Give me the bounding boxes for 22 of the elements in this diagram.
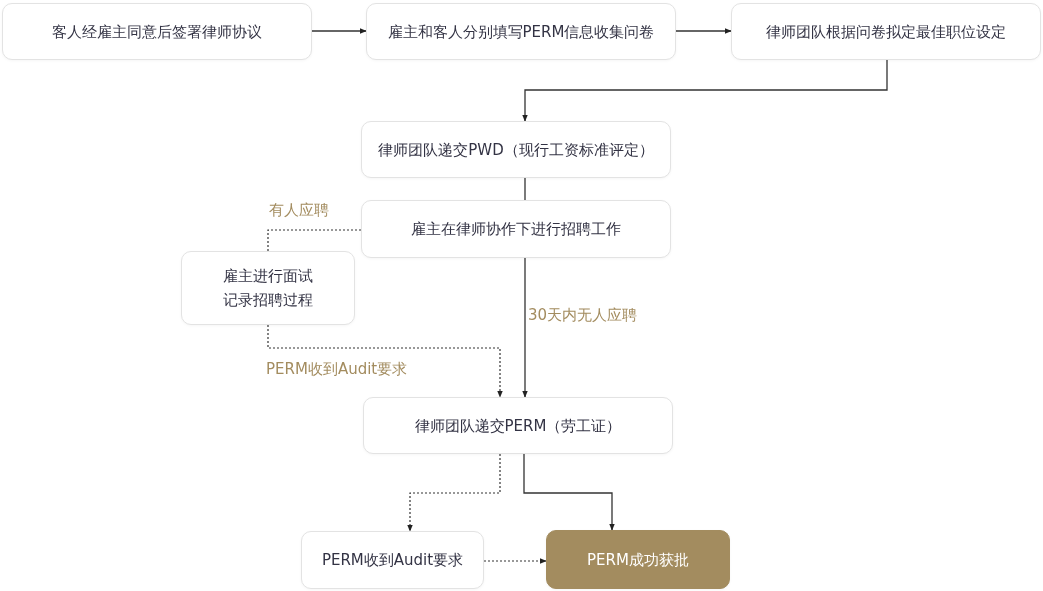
connector-line xyxy=(524,177,526,201)
arrow xyxy=(267,324,503,398)
arrow xyxy=(522,257,528,398)
process-box: 律师团队递交PERM（劳工证） xyxy=(363,397,673,454)
result-box: PERM成功获批 xyxy=(546,530,730,589)
process-box: 客人经雇主同意后签署律师协议 xyxy=(2,3,312,60)
arrow xyxy=(523,453,615,531)
process-box: 雇主在律师协作下进行招聘工作 xyxy=(361,200,671,258)
process-box: PERM收到Audit要求 xyxy=(301,531,484,589)
process-box: 律师团队根据问卷拟定最佳职位设定 xyxy=(731,3,1041,60)
edge-label: 30天内无人应聘 xyxy=(527,306,639,325)
arrow xyxy=(522,59,888,122)
process-box: 雇主和客人分别填写PERM信息收集问卷 xyxy=(366,3,676,60)
edge-label: 有人应聘 xyxy=(268,201,330,220)
process-box: 雇主进行面试记录招聘过程 xyxy=(181,251,355,325)
arrow xyxy=(407,453,501,532)
process-box: 律师团队递交PWD（现行工资标准评定） xyxy=(361,121,671,178)
arrow xyxy=(675,28,732,34)
arrow xyxy=(483,558,547,564)
edge-label: PERM收到Audit要求 xyxy=(265,360,409,379)
arrow xyxy=(311,28,367,34)
connector-line xyxy=(267,229,362,252)
